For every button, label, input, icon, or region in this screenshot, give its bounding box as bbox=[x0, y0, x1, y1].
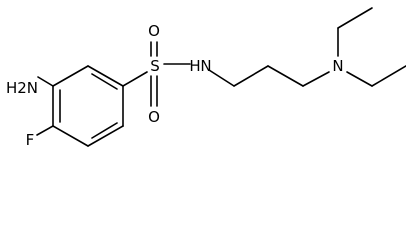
ring-bond-6 bbox=[52, 65, 89, 87]
chemical-structure: H2N F S O O H N N bbox=[6, 7, 406, 149]
ring-bond-4 bbox=[52, 125, 89, 147]
sulfur-label: S bbox=[150, 57, 160, 75]
ethyl-right-bond-2 bbox=[371, 65, 406, 87]
fluorine-label: F bbox=[26, 131, 35, 149]
sulfonamide-nitrogen-label: N bbox=[200, 57, 211, 75]
amino-bond bbox=[37, 76, 54, 87]
benzene-ring bbox=[52, 65, 124, 147]
sulfonamide-hydrogen-label: H bbox=[189, 57, 200, 75]
chain-bond-1 bbox=[208, 69, 235, 87]
ring-sulfur-bond bbox=[122, 71, 148, 87]
ring-bond-3 bbox=[87, 125, 124, 147]
amine-nitrogen-label: N bbox=[332, 57, 343, 75]
oxygen-top-label: O bbox=[148, 22, 160, 40]
ethyl-up-bond-2 bbox=[337, 7, 373, 29]
ring-bond-1 bbox=[87, 65, 124, 87]
ring-double-bond-1 bbox=[91, 73, 118, 90]
ethyl-right-bond-1 bbox=[346, 71, 373, 87]
chain-bond-2 bbox=[233, 65, 269, 87]
oxygen-bottom-label: O bbox=[148, 108, 160, 126]
ring-double-bond-2 bbox=[91, 122, 118, 139]
chain-bond-4 bbox=[302, 71, 330, 87]
fluoro-bond bbox=[36, 125, 54, 136]
amino-group-label: H2N bbox=[6, 79, 38, 97]
chain-bond-3 bbox=[267, 65, 304, 87]
